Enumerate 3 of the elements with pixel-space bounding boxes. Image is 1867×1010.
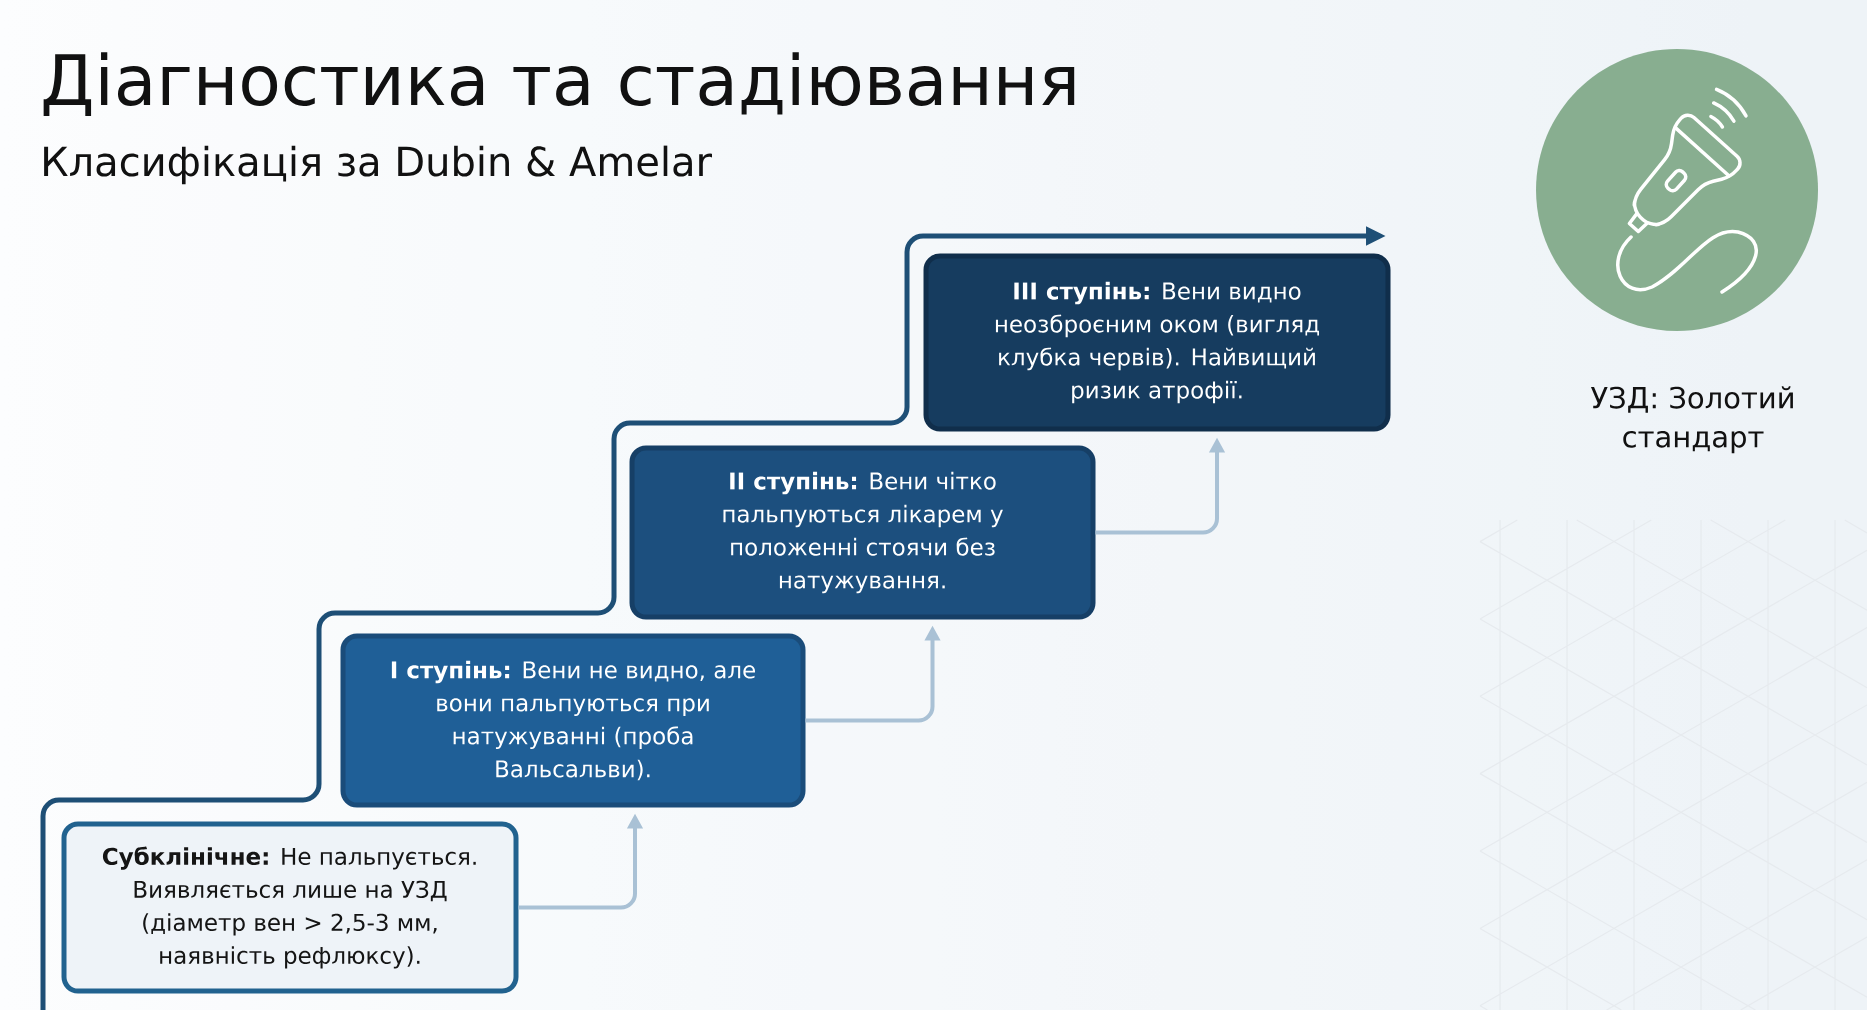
title: Діагностика та стадіювання — [43, 52, 1075, 116]
subtitle: Класифікація за Dubin & Amelar — [44, 145, 712, 185]
icon-caption: УЗД: Золотий стандарт — [1590, 386, 1793, 454]
